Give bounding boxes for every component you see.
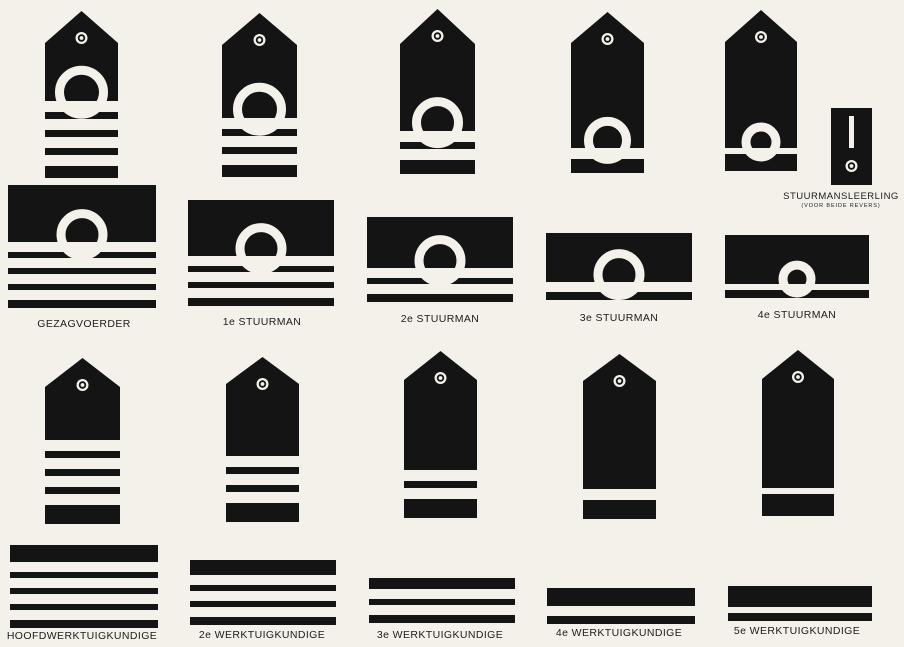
- stripe: [367, 268, 513, 278]
- stripe: [404, 470, 477, 481]
- shoulder-board-1: [222, 13, 297, 177]
- button-icon-center: [618, 379, 622, 383]
- button-icon-center: [261, 382, 265, 386]
- stripe: [45, 119, 118, 130]
- stripe: [10, 562, 158, 572]
- stripe: [188, 256, 334, 266]
- caption-4e-stuurman: 4e STUURMAN: [712, 309, 882, 321]
- shoulder-board-6: [226, 357, 299, 522]
- caption-2e-werktuigkundige: 2e WERKTUIGKUNDIGE: [177, 629, 347, 641]
- cuff-8: [547, 588, 695, 624]
- caption-stuurmansleerling-note: (VOOR BEIDE REVERS): [778, 203, 904, 209]
- stripe: [45, 440, 120, 451]
- cuff-1: [188, 200, 334, 306]
- stripe: [45, 101, 118, 112]
- stripe: [226, 492, 299, 503]
- caption-1e-stuurman: 1e STUURMAN: [177, 316, 347, 328]
- stripe: [45, 458, 120, 469]
- stripe: [190, 591, 336, 601]
- stripe: [369, 589, 515, 599]
- button-icon-center: [439, 376, 443, 380]
- stripe: [45, 476, 120, 487]
- cuff-4: [725, 235, 869, 298]
- stripe: [45, 155, 118, 166]
- stripe: [45, 494, 120, 505]
- stripe: [369, 605, 515, 615]
- shoulder-board-0: [45, 11, 118, 178]
- stripe: [546, 282, 692, 292]
- stripe: [10, 594, 158, 604]
- button-icon-center: [850, 164, 854, 168]
- stripe: [190, 575, 336, 585]
- caption-3e-werktuigkundige: 3e WERKTUIGKUNDIGE: [355, 629, 525, 641]
- stripe: [222, 118, 297, 129]
- stripe: [571, 148, 644, 159]
- cuff: [728, 586, 872, 621]
- shoulder-board-3: [571, 12, 644, 173]
- cuff-3: [546, 233, 692, 300]
- cuff-7: [369, 578, 515, 623]
- button-icon-center: [606, 37, 610, 41]
- cuff-9: [728, 586, 872, 621]
- stripe: [8, 274, 156, 284]
- stripe: [222, 154, 297, 165]
- caption-5e-werktuigkundige: 5e WERKTUIGKUNDIGE: [712, 625, 882, 637]
- caption-stuurmansleerling: STUURMANSLEERLING (VOOR BEIDE REVERS): [778, 191, 904, 209]
- lapel-patch-stuurmansleerling: [831, 108, 872, 185]
- shoulder-board-8: [583, 354, 656, 519]
- bar-emblem: [849, 116, 854, 148]
- stripe: [400, 149, 475, 160]
- stripe: [547, 606, 695, 616]
- cuff-2: [367, 217, 513, 302]
- button-icon-center: [436, 34, 440, 38]
- stripe: [728, 607, 872, 613]
- cuff-6: [190, 560, 336, 625]
- stripe: [8, 290, 156, 300]
- stripe: [188, 288, 334, 298]
- caption-3e-stuurman: 3e STUURMAN: [534, 312, 704, 324]
- caption-gezagvoerder: GEZAGVOERDER: [0, 318, 169, 330]
- button-icon-center: [81, 383, 85, 387]
- stripe: [10, 578, 158, 588]
- shoulder-board-5: [45, 358, 120, 524]
- cuff: [369, 578, 515, 623]
- cuff-5: [10, 545, 158, 628]
- stripe: [190, 607, 336, 617]
- caption-4e-werktuigkundige: 4e WERKTUIGKUNDIGE: [534, 627, 704, 639]
- shoulder-board-9: [762, 350, 834, 516]
- stripe: [226, 456, 299, 467]
- caption-hoofdwerktuigkundige: HOOFDWERKTUIGKUNDIGE: [0, 630, 167, 642]
- shoulder-board-4: [725, 10, 797, 171]
- stripe: [583, 489, 656, 500]
- stripe: [404, 488, 477, 499]
- stripe: [45, 137, 118, 148]
- caption-2e-stuurman: 2e STUURMAN: [355, 313, 525, 325]
- button-icon-center: [796, 375, 800, 379]
- caption-stuurmansleerling-title: STUURMANSLEERLING: [778, 191, 904, 202]
- shoulder-board-7: [404, 351, 477, 518]
- stripe: [226, 474, 299, 485]
- stripe: [400, 131, 475, 142]
- button-icon-center: [759, 35, 763, 39]
- stripe: [8, 242, 156, 252]
- cuff-0: [8, 185, 156, 308]
- button-icon-center: [258, 38, 262, 42]
- shoulder-board-2: [400, 9, 475, 174]
- stripe: [762, 488, 834, 494]
- stripe: [222, 136, 297, 147]
- stripe: [725, 148, 797, 154]
- button-icon-center: [80, 36, 84, 40]
- stripe: [10, 610, 158, 620]
